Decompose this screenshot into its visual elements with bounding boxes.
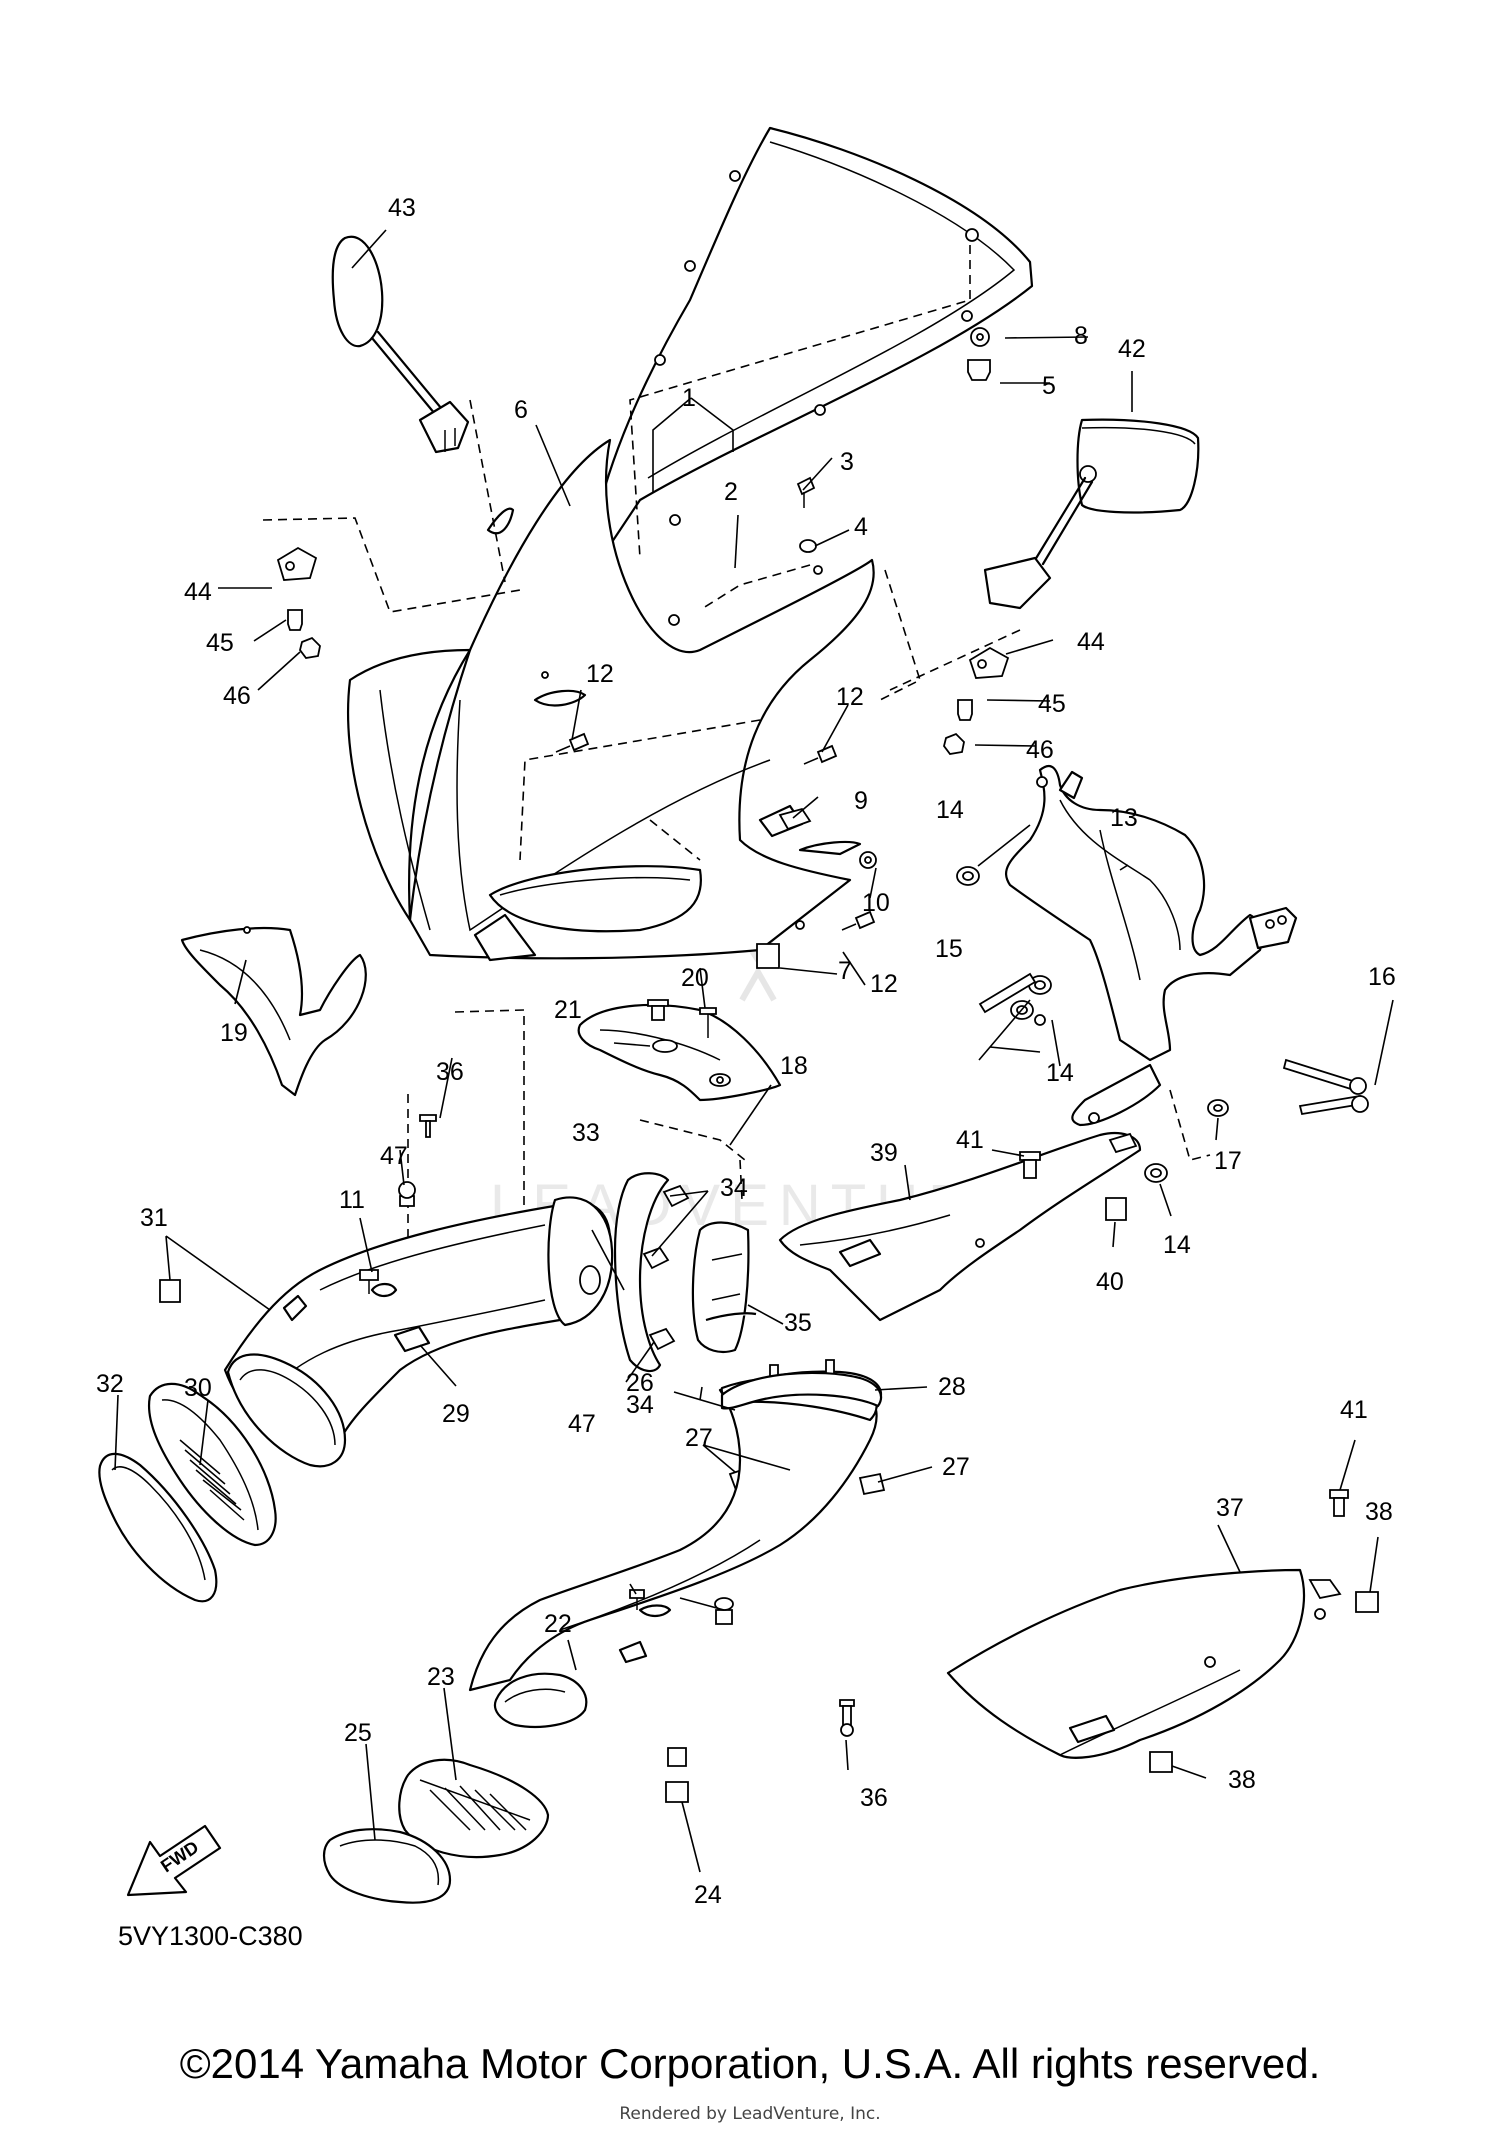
callout-44: 44 [184,578,212,606]
inner-panel-18 [577,999,782,1102]
callout-35: 35 [784,1309,812,1337]
callout-42: 42 [1118,335,1146,363]
air-duct-upper [159,1114,614,1468]
copyright-notice: ©2014 Yamaha Motor Corporation, U.S.A. A… [179,2040,1321,2087]
duct-grille-30 [147,1382,277,1547]
callout-24: 24 [694,1881,722,1909]
callout-20: 20 [681,964,709,992]
callout-12c: 12 [870,970,898,998]
callout-34: 34 [720,1174,748,1202]
duct-grille-23 [398,1758,550,1859]
callout-41: 41 [956,1126,984,1154]
callout-14: 14 [936,796,964,824]
callout-32: 32 [96,1370,124,1398]
duct-bracket-33-34 [613,1172,690,1373]
callout-17: 17 [1214,1147,1242,1175]
callout-45b: 45 [1038,690,1066,718]
air-duct-lower [468,1376,878,1803]
leader-lines [114,229,1394,1873]
callout-27b: 27 [942,1453,970,1481]
under-cowling [946,1489,1379,1773]
callout-39: 39 [870,1139,898,1167]
duct-plate-35 [691,1221,757,1354]
callout-27: 27 [685,1424,713,1452]
callout-47b: 47 [568,1410,596,1438]
callout-37: 37 [1216,1494,1244,1522]
callout-8: 8 [1074,322,1088,350]
cowling-stay [956,764,1369,1183]
callout-38: 38 [1365,1498,1393,1526]
callout-44b: 44 [1077,628,1105,656]
hardware [276,327,1010,969]
callout-23: 23 [427,1663,455,1691]
callout-4: 4 [854,513,868,541]
callout-46: 46 [223,682,251,710]
callout-22: 22 [544,1610,572,1638]
callout-29: 29 [442,1400,470,1428]
callout-19: 19 [220,1019,248,1047]
callout-34b: 34 [626,1391,654,1419]
callout-38b: 38 [1228,1766,1256,1794]
callout-5: 5 [1042,372,1056,400]
callout-10: 10 [862,889,890,917]
fwd-arrow-icon: FWD [126,1824,222,1897]
diagram-code: 5VY1300-C380 [118,1921,303,1951]
reference-lines [262,245,1211,1300]
callout-12: 12 [586,660,614,688]
callout-43: 43 [388,194,416,222]
callout-12b: 12 [836,683,864,711]
duct-seal-26 [720,1371,883,1410]
callout-45: 45 [206,629,234,657]
mirror-right [983,418,1200,610]
callout-2: 2 [724,478,738,506]
callout-21: 21 [554,996,582,1024]
callout-labels: 1 2 3 4 5 6 7 8 9 10 11 12 12 12 13 14 1… [96,194,1396,1909]
callout-26: 26 [626,1369,654,1397]
duct-seal-25 [322,1828,452,1904]
inner-panel-39 [778,1132,1142,1322]
callout-36: 36 [436,1058,464,1086]
side-panel [180,926,367,1097]
callout-40: 40 [1096,1268,1124,1296]
callout-6: 6 [514,396,528,424]
callout-47: 47 [380,1142,408,1170]
callout-18: 18 [780,1052,808,1080]
mirror-left [331,235,470,454]
rendered-by-note: Rendered by LeadVenture, Inc. [619,2104,881,2124]
callout-30: 30 [184,1374,212,1402]
windscreen [590,126,1034,574]
callout-16: 16 [1368,963,1396,991]
duct-seal-32 [98,1452,218,1603]
callout-14b: 14 [1046,1059,1074,1087]
callout-1: 1 [682,384,696,412]
callout-13: 13 [1110,804,1138,832]
callout-15: 15 [935,935,963,963]
callout-9: 9 [854,787,868,815]
callout-7: 7 [838,957,852,985]
callout-33: 33 [572,1119,600,1147]
callout-36b: 36 [860,1784,888,1812]
callout-41b: 41 [1340,1396,1368,1424]
callout-31: 31 [140,1204,168,1232]
callout-11: 11 [339,1186,365,1214]
callout-25: 25 [344,1719,372,1747]
callout-14c: 14 [1163,1231,1191,1259]
upper-cowling [346,438,875,962]
callout-28: 28 [938,1373,966,1401]
callout-46b: 46 [1026,736,1054,764]
callout-3: 3 [840,448,854,476]
